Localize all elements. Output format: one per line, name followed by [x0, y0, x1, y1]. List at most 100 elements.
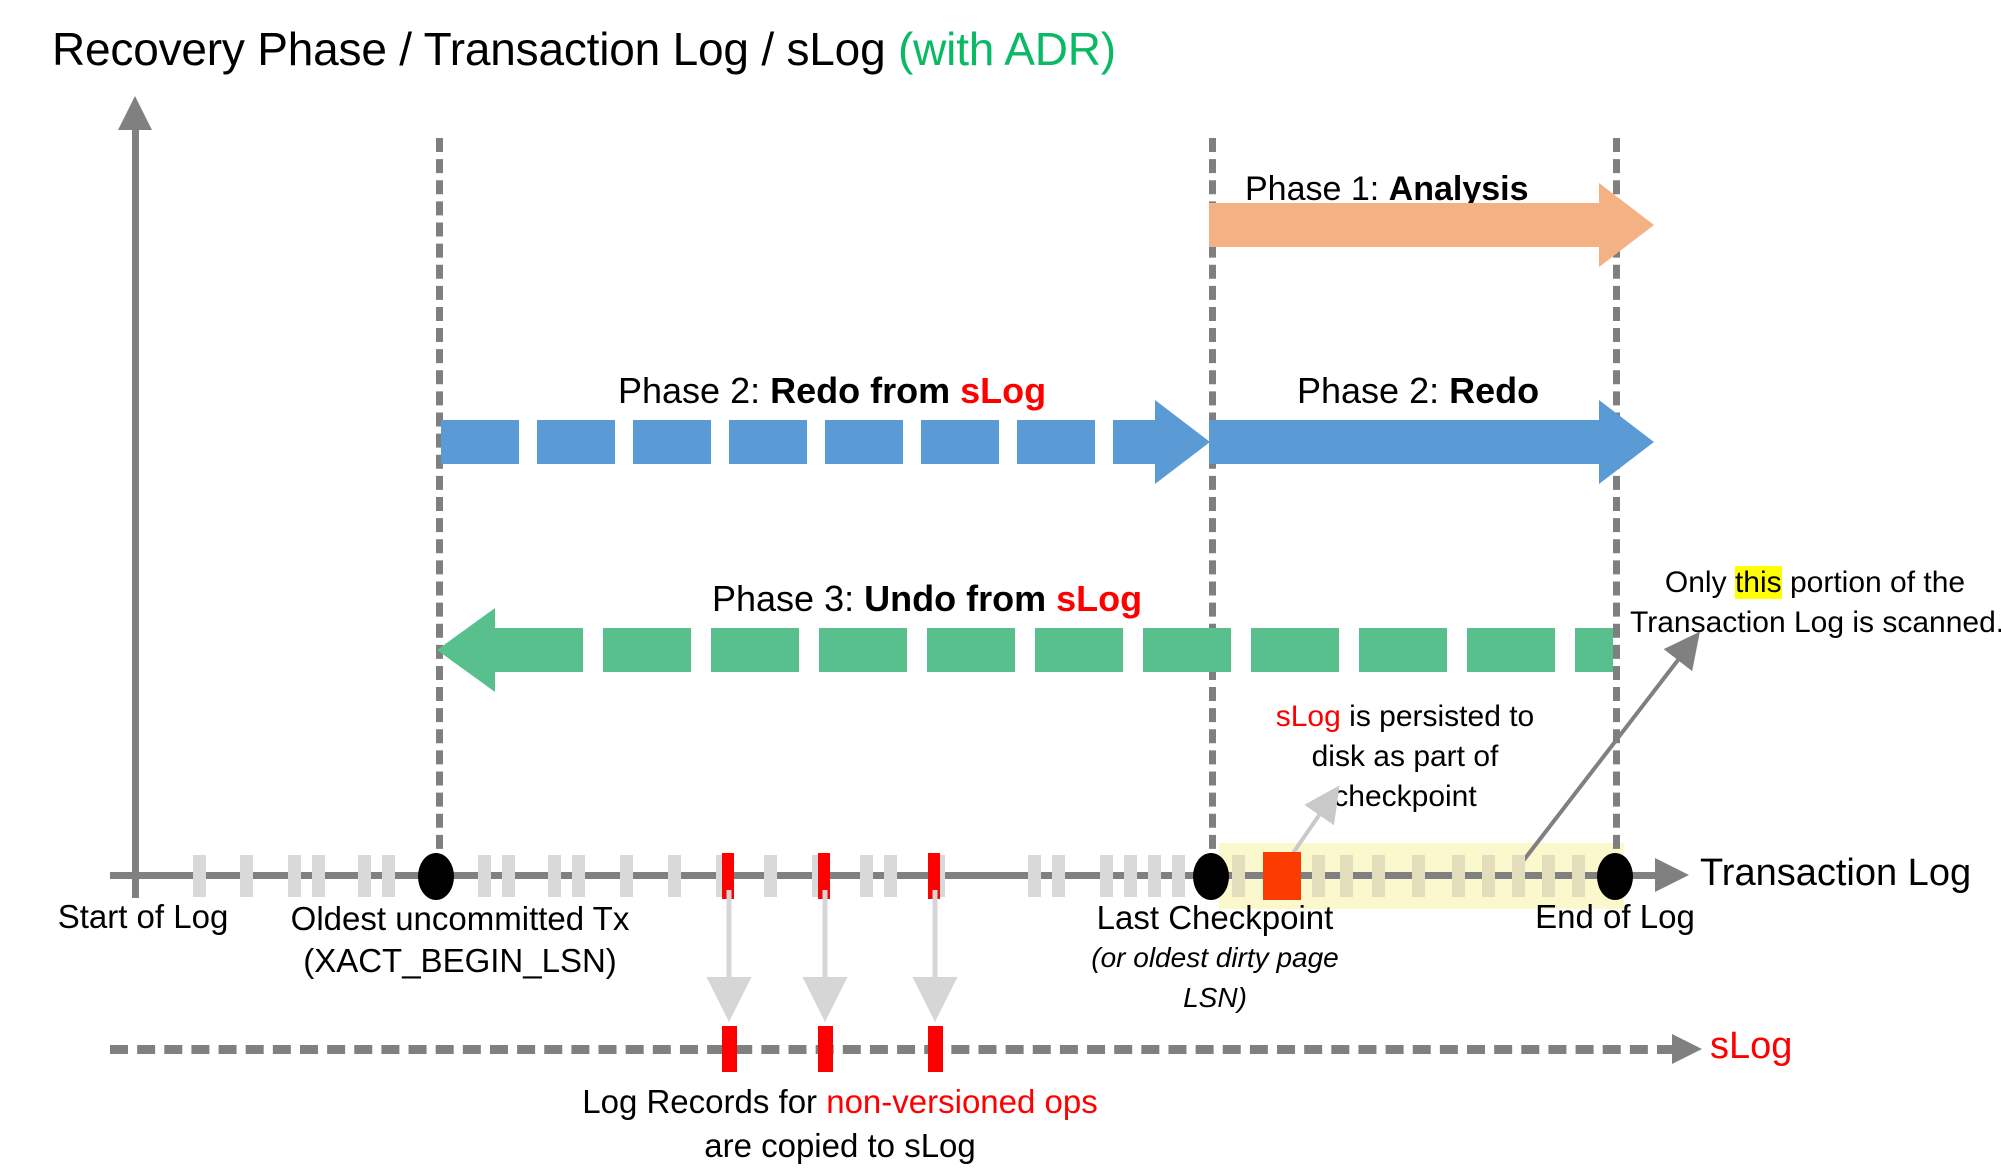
log-tick-4 — [312, 855, 325, 897]
copied-line2: are copied to sLog — [704, 1127, 976, 1164]
marker-dot-oldest-tx — [418, 853, 454, 900]
phase2-redo-arrowhead-icon — [1599, 400, 1654, 484]
phase2-redo-name: Redo — [1449, 370, 1540, 411]
log-tick-scanned-9 — [1542, 855, 1555, 897]
last-checkpoint-title: Last Checkpoint — [1096, 899, 1334, 936]
log-tick-scanned-5 — [1412, 855, 1425, 897]
phase2-slog-accent: sLog — [960, 370, 1047, 411]
end-of-log-label: End of Log — [1535, 898, 1695, 935]
phase3-label: Phase 3: Undo from sLog — [712, 578, 1142, 620]
slog-record-3 — [928, 1026, 943, 1072]
phase3-name: Undo from — [864, 578, 1057, 619]
phase2-slog-dash-7 — [1017, 420, 1095, 464]
phase3-dash-8 — [1251, 628, 1339, 672]
phase2-slog-dash-2 — [537, 420, 615, 464]
log-tick-17 — [860, 855, 873, 897]
oldest-tx-line1: Oldest uncommitted Tx — [290, 900, 630, 937]
slog-persist-line2: disk as part of — [1311, 740, 1499, 773]
log-tick-scanned-10 — [1572, 855, 1585, 897]
log-tick-24 — [1148, 855, 1161, 897]
log-tick-8 — [478, 855, 491, 897]
log-tick-nonversioned-2 — [818, 853, 830, 899]
phase3-dash-4 — [819, 628, 907, 672]
last-checkpoint-label: Last Checkpoint (or oldest dirty page LS… — [1065, 898, 1365, 1018]
phase2-slog-prefix: Phase 2: — [618, 370, 771, 411]
log-tick-15 — [764, 855, 777, 897]
copied-to-slog-annotation: Log Records for non-versioned ops are co… — [540, 1080, 1140, 1168]
phase2-slog-label: Phase 2: Redo from sLog — [618, 370, 1046, 412]
log-tick-22 — [1100, 855, 1113, 897]
log-tick-2 — [240, 855, 253, 897]
transaction-log-arrowhead-icon — [1655, 858, 1689, 892]
page-title: Recovery Phase / Transaction Log / sLog … — [52, 22, 1116, 76]
log-tick-12 — [620, 855, 633, 897]
phase2-slog-dash-6 — [921, 420, 999, 464]
phase3-accent: sLog — [1056, 578, 1143, 619]
y-axis-arrowhead-icon — [118, 96, 152, 130]
page-title-suffix: (with ADR) — [898, 23, 1116, 75]
scanned-line1-b: portion of the — [1781, 566, 1966, 599]
oldest-tx-line2: (XACT_BEGIN_LSN) — [303, 942, 617, 979]
phase1-prefix: Phase 1: — [1245, 170, 1389, 208]
log-tick-25 — [1172, 855, 1185, 897]
transaction-log-axis-label: Transaction Log — [1700, 852, 1972, 894]
copied-line1: Log Records for non-versioned ops — [540, 1080, 1140, 1124]
slog-persist-rest: is persisted to — [1340, 700, 1535, 733]
copy-to-slog-arrows — [706, 890, 958, 1022]
phase2-slog-dash-8 — [1113, 420, 1158, 464]
phase1-name: Analysis — [1388, 170, 1529, 208]
phase2-redo-label: Phase 2: Redo — [1297, 370, 1539, 412]
slog-axis-label: sLog — [1710, 1025, 1793, 1067]
slog-persist-line1: sLog is persisted to — [1250, 697, 1560, 737]
phase2-redo-arrow-shaft — [1209, 420, 1599, 464]
oldest-tx-label: Oldest uncommitted Tx (XACT_BEGIN_LSN) — [270, 898, 650, 982]
phase2-slog-dash-1 — [441, 420, 519, 464]
phase3-dash-6 — [1035, 628, 1123, 672]
scanned-line1-a: Only — [1664, 566, 1735, 599]
slog-record-2 — [818, 1026, 833, 1072]
phase3-dash-7 — [1143, 628, 1231, 672]
log-tick-scanned-8 — [1512, 855, 1525, 897]
copied-line1-a: Log Records for — [582, 1083, 827, 1120]
log-tick-20 — [1028, 855, 1041, 897]
phase2-redo-prefix: Phase 2: — [1297, 370, 1450, 411]
log-tick-nonversioned-3 — [928, 853, 940, 899]
guide-line-oldest-tx — [436, 138, 443, 870]
slog-persist-line3: checkpoint — [1333, 780, 1477, 813]
log-tick-scanned-2 — [1312, 855, 1325, 897]
log-tick-11 — [572, 855, 585, 897]
slog-axis-line — [110, 1045, 1675, 1054]
last-checkpoint-note-line1: (or oldest dirty page — [1091, 942, 1339, 973]
slog-persist-annotation: sLog is persisted to disk as part of che… — [1250, 697, 1560, 817]
log-tick-scanned-1 — [1232, 855, 1245, 897]
log-tick-scanned-6 — [1452, 855, 1465, 897]
log-tick-23 — [1124, 855, 1137, 897]
phase1-label: Phase 1: Analysis — [1245, 170, 1529, 209]
log-tick-3 — [288, 855, 301, 897]
phase2-slog-dash-5 — [825, 420, 903, 464]
log-tick-scanned-4 — [1372, 855, 1385, 897]
phase3-dash-2 — [603, 628, 691, 672]
log-tick-1 — [193, 855, 206, 897]
guide-line-last-checkpoint — [1209, 138, 1216, 870]
slog-record-1 — [722, 1026, 737, 1072]
slog-arrowhead-icon — [1672, 1034, 1702, 1064]
log-tick-nonversioned-1 — [722, 853, 734, 899]
phase3-arrowhead-icon — [437, 608, 495, 692]
phase3-dash-5 — [927, 628, 1015, 672]
guide-line-end-of-log — [1613, 138, 1620, 870]
phase2-slog-dash-3 — [633, 420, 711, 464]
log-tick-5 — [358, 855, 371, 897]
phase3-dash-9 — [1359, 628, 1447, 672]
phase3-dash-11 — [1575, 628, 1613, 672]
log-tick-13 — [668, 855, 681, 897]
last-checkpoint-note-line2: LSN) — [1183, 982, 1247, 1013]
copied-line1-accent: non-versioned ops — [826, 1083, 1098, 1120]
slog-checkpoint-record — [1263, 852, 1301, 900]
phase3-prefix: Phase 3: — [712, 578, 865, 619]
log-tick-scanned-7 — [1482, 855, 1495, 897]
scanned-line1: Only this portion of the — [1630, 563, 2000, 603]
log-tick-scanned-3 — [1340, 855, 1353, 897]
scanned-line1-highlight: this — [1734, 566, 1782, 599]
